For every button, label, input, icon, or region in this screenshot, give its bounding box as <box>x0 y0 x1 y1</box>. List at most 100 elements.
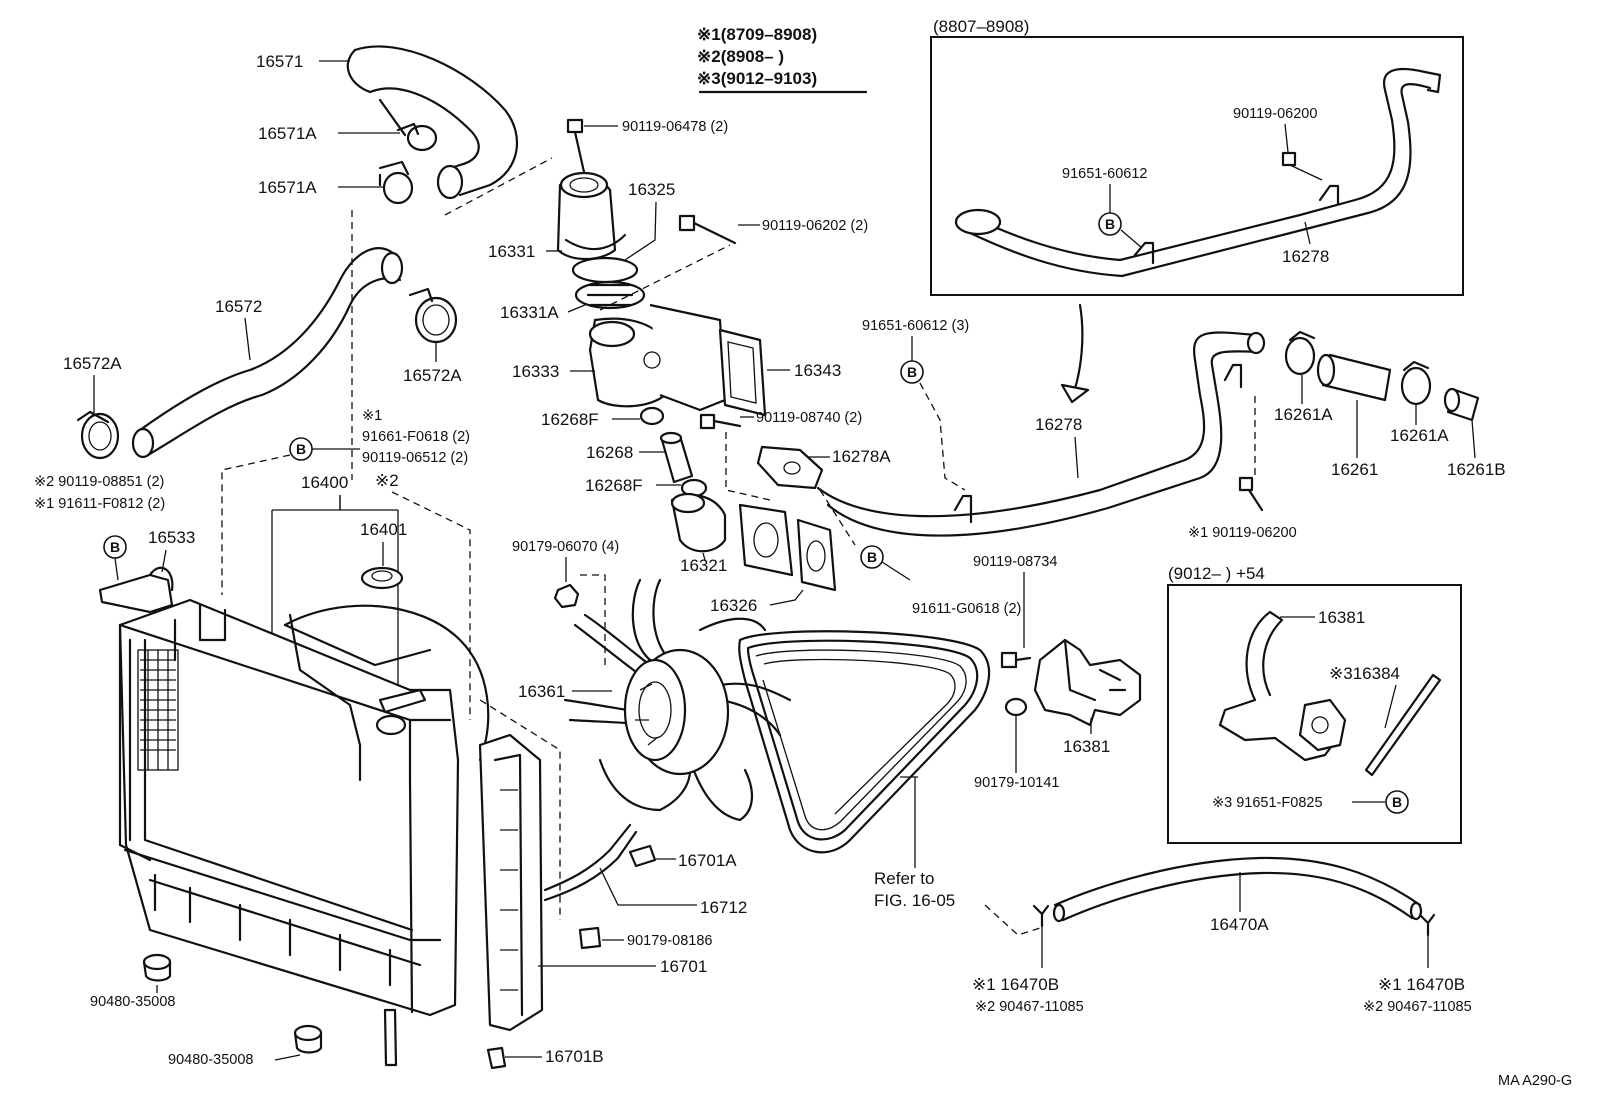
label-x1-16470B-left: ※1 16470B <box>972 975 1059 994</box>
thermostat-16325 <box>571 256 646 310</box>
label-16261: 16261 <box>1331 460 1378 479</box>
inset-top-label-3: 16278 <box>1282 247 1329 266</box>
label-x1-mid: ※1 <box>362 408 382 424</box>
label-16381: 16381 <box>1063 737 1110 756</box>
label-x1-16470B-right: ※1 16470B <box>1378 975 1465 994</box>
label-fig-16-05: FIG. 16-05 <box>874 891 955 910</box>
note-2: ※2(8908– ) <box>697 47 784 66</box>
label-16571A-2: 16571A <box>258 178 317 197</box>
water-inlet-housing-16333 <box>588 303 727 412</box>
label-16572: 16572 <box>215 297 262 316</box>
label-x2-90467-left: ※2 90467-11085 <box>975 999 1084 1015</box>
inset-top-label-1: 90119-06200 <box>1233 106 1317 122</box>
hose-16470A <box>1052 856 1423 923</box>
nut-90179-10141 <box>1004 697 1028 717</box>
b-marker-center <box>860 545 884 569</box>
label-90119-06478: 90119-06478 (2) <box>622 119 728 135</box>
label-91651-60612-3: 91651-60612 (3) <box>862 318 969 334</box>
label-16701B: 16701B <box>545 1047 604 1066</box>
inset-top-header: (8807–8908) <box>933 17 1029 36</box>
water-outlet-16331 <box>556 171 627 260</box>
date-notes: ※1(8709–8908) ※2(8908– ) ※3(9012–9103) <box>697 25 868 94</box>
gasket-16321 <box>738 503 794 577</box>
o-ring-16268F-upper <box>639 406 665 426</box>
hose-clamp-16261A-2 <box>1400 360 1432 406</box>
svg-text:B: B <box>907 364 917 380</box>
label-refer-to: Refer to <box>874 869 934 888</box>
label-16278A: 16278A <box>832 447 891 466</box>
label-16278: 16278 <box>1035 415 1082 434</box>
upper-radiator-hose <box>346 45 519 200</box>
label-16331A: 16331A <box>500 303 559 322</box>
lower-radiator-hose <box>131 247 404 459</box>
inset-bottom-label-1: 16381 <box>1318 608 1365 627</box>
inset-bottom-header: (9012– ) +54 <box>1168 564 1265 583</box>
b-marker-inset-bottom <box>1385 790 1409 814</box>
label-x2-mid: ※2 <box>375 471 399 490</box>
hose-clamp-16572A-right <box>408 287 458 344</box>
label-90179-10141: 90179-10141 <box>974 775 1059 791</box>
note-1: ※1(8709–8908) <box>697 25 817 44</box>
label-90119-08851: ※2 90119-08851 (2) <box>34 474 164 490</box>
v-belt <box>738 630 991 854</box>
label-x2-90467-right: ※2 90467-11085 <box>1363 999 1472 1015</box>
label-16701: 16701 <box>660 957 707 976</box>
inset-top-label-2: 91651-60612 <box>1062 166 1147 182</box>
label-16572A-left: 16572A <box>63 354 122 373</box>
diagram-code: MA A290-G <box>1498 1073 1572 1089</box>
bolt-90119-06478 <box>566 118 586 174</box>
inset-9012: (9012– ) +54 16381 ※316384 ※3 91651-F082… <box>1167 564 1462 844</box>
label-90179-08186: 90179-08186 <box>627 933 712 949</box>
label-16333: 16333 <box>512 362 559 381</box>
clamp-16470B-left <box>1032 904 1050 928</box>
bolt-90119-06200 <box>1238 476 1264 512</box>
gasket-16278A <box>756 445 824 490</box>
cooling-fan-16361 <box>563 578 792 822</box>
label-16470A: 16470A <box>1210 915 1269 934</box>
label-90480-35008-1: 90480-35008 <box>90 994 175 1010</box>
label-90119-08740: 90119-08740 (2) <box>756 410 862 426</box>
label-16261A-2: 16261A <box>1390 426 1449 445</box>
hose-16261 <box>1316 353 1392 402</box>
label-16701A: 16701A <box>678 851 737 870</box>
pipe-16261B <box>1443 387 1480 422</box>
label-90480-35008-2: 90480-35008 <box>168 1052 253 1068</box>
label-16326: 16326 <box>710 596 757 615</box>
label-90119-06202: 90119-06202 (2) <box>762 218 868 234</box>
radiator-16400 <box>118 598 460 1067</box>
hose-clamp-16572A-left <box>76 410 120 460</box>
gasket-16343 <box>718 328 767 417</box>
gasket-16326 <box>796 518 837 592</box>
inset-arrow <box>1070 303 1084 400</box>
label-91661-F0618: 91661-F0618 (2) <box>362 429 470 445</box>
bracket-16533 <box>98 566 174 614</box>
label-91611-F0812: ※1 91611-F0812 (2) <box>34 496 165 512</box>
label-16331: 16331 <box>488 242 535 261</box>
svg-text:B: B <box>110 539 120 555</box>
clamp-16470B-right <box>1418 913 1436 937</box>
label-16261B: 16261B <box>1447 460 1506 479</box>
label-91611-G0618: 91611-G0618 (2) <box>912 601 1021 617</box>
label-90179-06070: 90179-06070 (4) <box>512 539 619 555</box>
bypass-pipe-16278 <box>816 331 1266 537</box>
fan-shroud <box>283 604 490 762</box>
label-90119-08734: 90119-08734 <box>973 554 1057 570</box>
label-16268: 16268 <box>586 443 633 462</box>
label-16261A-1: 16261A <box>1274 405 1333 424</box>
hose-clamp-16261A-1 <box>1284 330 1316 376</box>
pipe-16268 <box>659 431 694 484</box>
wiring-16712 <box>543 823 657 950</box>
nut-90179-06070 <box>553 583 580 609</box>
bolt-90119-06202 <box>678 214 737 245</box>
label-16571: 16571 <box>256 52 303 71</box>
svg-text:B: B <box>867 549 877 565</box>
svg-text:B: B <box>1392 794 1402 810</box>
inset-bottom-label-2: ※316384 <box>1329 664 1400 683</box>
label-16533: 16533 <box>148 528 195 547</box>
svg-text:B: B <box>296 441 306 457</box>
label-16712: 16712 <box>700 898 747 917</box>
grommet-90480-35008-2 <box>293 1024 323 1054</box>
grommet-90480-35008-1 <box>142 953 172 982</box>
radiator-cap-16401 <box>360 566 404 590</box>
